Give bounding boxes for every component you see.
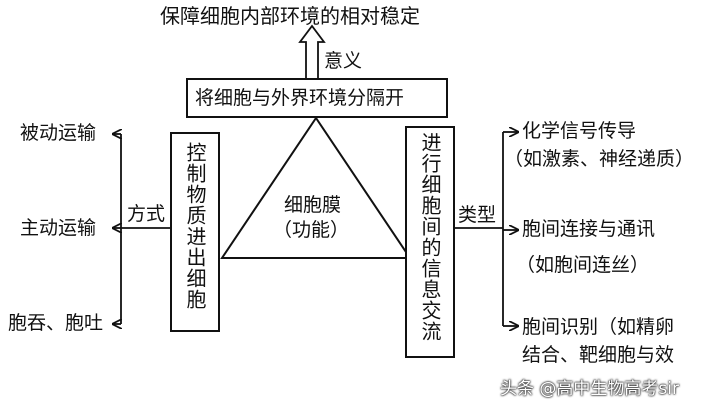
transport-label: 控制物质进出细胞 xyxy=(183,142,207,310)
center-title: 细胞膜 xyxy=(284,194,342,216)
cell-junction: 胞间连接与通讯 xyxy=(522,218,656,240)
method-label: 方式 xyxy=(127,203,166,225)
active-transport: 主动运输 xyxy=(20,217,97,239)
meaning-arrow xyxy=(298,24,326,78)
communication-box: 进行细胞间的信息交流 xyxy=(405,126,455,358)
cell-recognition: 胞间识别（如精卵 xyxy=(522,316,675,338)
chemical-signal: 化学信号传导 xyxy=(522,120,637,142)
type-label: 类型 xyxy=(458,204,497,226)
passive-transport: 被动运输 xyxy=(20,122,97,144)
goal-text: 保障细胞内部环境的相对稳定 xyxy=(160,4,420,28)
cell-recognition-example: 结合、靶细胞与效 xyxy=(522,344,675,366)
cell-junction-example: （如胞间连丝） xyxy=(516,254,650,276)
communication-label: 进行细胞间的信息交流 xyxy=(418,132,442,342)
center-subtitle: （功能） xyxy=(273,219,350,241)
meaning-label: 意义 xyxy=(324,50,363,72)
chemical-signal-example: （如激素、神经递质） xyxy=(504,148,695,170)
left-bracket xyxy=(113,134,170,324)
transport-box: 控制物质进出细胞 xyxy=(170,132,220,332)
separation-label: 将细胞与外界环境分隔开 xyxy=(195,87,405,109)
watermark: 头条 @高中生物高考sir xyxy=(500,379,679,399)
right-bracket xyxy=(455,132,518,326)
separation-box: 将细胞与外界环境分隔开 xyxy=(186,78,448,118)
endo-exocytosis: 胞吞、胞吐 xyxy=(8,312,104,334)
membrane-triangle xyxy=(220,116,412,259)
